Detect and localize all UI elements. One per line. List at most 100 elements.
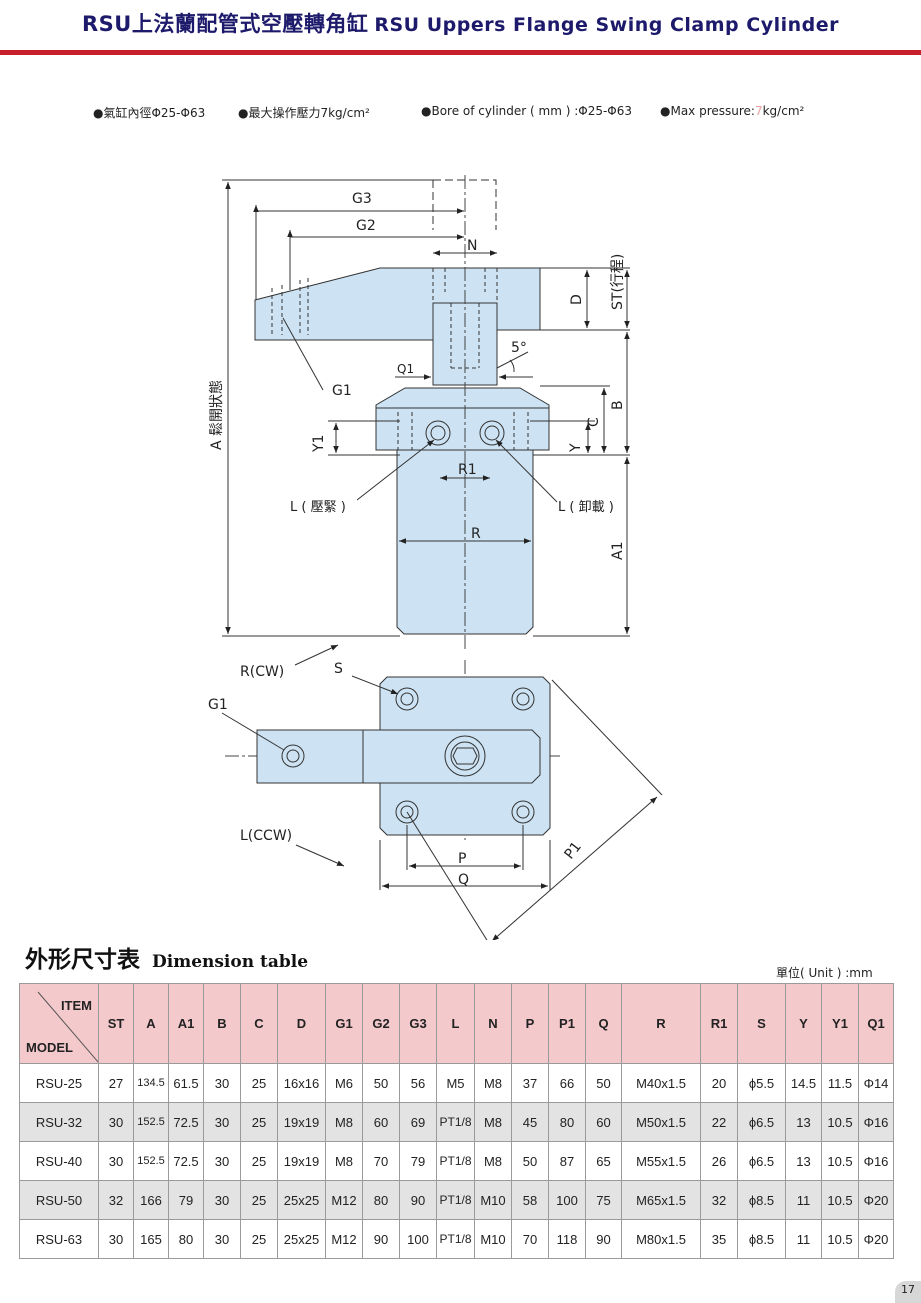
table-cell: 80	[362, 1180, 400, 1220]
table-cell: 60	[362, 1102, 400, 1142]
unit-note: 單位( Unit ) :mm	[776, 966, 873, 980]
table-cell: Φ20	[858, 1219, 894, 1259]
table-cell: 25	[240, 1141, 278, 1181]
table-cell: ϕ6.5	[737, 1141, 786, 1181]
column-header: R1	[700, 983, 738, 1064]
table-cell: M10	[474, 1219, 512, 1259]
table-cell: 60	[585, 1102, 622, 1142]
table-cell: M12	[325, 1219, 363, 1259]
table-cell: Φ16	[858, 1102, 894, 1142]
table-cell: PT1/8	[436, 1180, 475, 1220]
table-cell: 166	[133, 1180, 169, 1220]
column-header: L	[436, 983, 475, 1064]
table-cell: 58	[511, 1180, 549, 1220]
label-g2: G2	[356, 218, 376, 234]
column-header: Q	[585, 983, 622, 1064]
table-cell: PT1/8	[436, 1102, 475, 1142]
table-cell: Φ20	[858, 1180, 894, 1220]
table-cell: 30	[98, 1219, 134, 1259]
table-cell: 80	[548, 1102, 586, 1142]
table-cell: M65x1.5	[621, 1180, 701, 1220]
table-cell: 100	[548, 1180, 586, 1220]
table-cell: M12	[325, 1180, 363, 1220]
spec-pressure-en: ●Max pressure:7kg/cm²	[660, 104, 805, 118]
label-d: D	[569, 294, 585, 305]
table-cell: PT1/8	[436, 1141, 475, 1181]
table-cell: 87	[548, 1141, 586, 1181]
table-cell: 79	[399, 1141, 437, 1181]
flange	[375, 387, 550, 451]
column-header: A	[133, 983, 169, 1064]
table-cell: ϕ8.5	[737, 1180, 786, 1220]
model-cell: RSU-32	[19, 1102, 99, 1142]
column-header: G2	[362, 983, 400, 1064]
table-title-en: Dimension table	[152, 952, 309, 972]
column-header: Y	[785, 983, 822, 1064]
table-cell: 152.5	[133, 1102, 169, 1142]
column-header: R	[621, 983, 701, 1064]
label-st: ST(行程)	[610, 254, 626, 310]
table-cell: M10	[474, 1180, 512, 1220]
table-cell: 11	[785, 1180, 822, 1220]
corner-item-label: ITEM	[60, 998, 92, 1013]
label-r-cw: R(CW)	[240, 664, 284, 680]
table-cell: 134.5	[133, 1063, 169, 1103]
table-cell: ϕ8.5	[737, 1219, 786, 1259]
label-g1: G1	[332, 383, 352, 399]
spec-bore-cn: ●氣缸內徑Φ25-Φ63	[93, 106, 206, 120]
table-cell: 45	[511, 1102, 549, 1142]
table-cell: 90	[362, 1219, 400, 1259]
table-cell: PT1/8	[436, 1219, 475, 1259]
table-cell: 25	[240, 1219, 278, 1259]
table-cell: 30	[203, 1063, 241, 1103]
table-cell: 10.5	[821, 1219, 859, 1259]
table-cell: 25	[240, 1180, 278, 1220]
label-p: P	[458, 851, 466, 867]
table-cell: 30	[203, 1141, 241, 1181]
table-cell: 11	[785, 1219, 822, 1259]
technical-drawing: G3 G2 N D ST(行程) G1 5° Q1 B C Y1 Y R1 A …	[208, 175, 663, 940]
table-cell: 30	[203, 1180, 241, 1220]
label-y: Y	[568, 443, 584, 453]
table-cell: 20	[700, 1063, 738, 1103]
label-q: Q	[458, 872, 469, 888]
table-corner-cell: ITEM MODEL	[19, 983, 99, 1064]
arm-plan-left	[256, 729, 364, 784]
corner-diagonal	[37, 991, 98, 1063]
corner-model-label: MODEL	[26, 1040, 73, 1055]
label-p1: P1	[562, 839, 585, 863]
table-cell: Φ16	[858, 1141, 894, 1181]
table-cell: 65	[585, 1141, 622, 1181]
table-cell: M80x1.5	[621, 1219, 701, 1259]
label-g3: G3	[352, 191, 372, 207]
table-cell: 165	[133, 1219, 169, 1259]
label-s: S	[334, 661, 343, 677]
model-cell: RSU-40	[19, 1141, 99, 1181]
column-header: G1	[325, 983, 363, 1064]
label-l-release: L ( 卸載 )	[558, 499, 614, 515]
label-g1-plan: G1	[208, 697, 228, 713]
model-cell: RSU-25	[19, 1063, 99, 1103]
title-underline-bar	[0, 50, 921, 55]
table-cell: 27	[98, 1063, 134, 1103]
table-cell: 66	[548, 1063, 586, 1103]
table-cell: 11.5	[821, 1063, 859, 1103]
table-cell: M8	[474, 1102, 512, 1142]
table-cell: 152.5	[133, 1141, 169, 1181]
table-cell: 50	[362, 1063, 400, 1103]
spec-bore-en: ●Bore of cylinder ( mm ) :Φ25-Φ63	[421, 104, 633, 118]
page-number: 17	[895, 1281, 921, 1303]
table-cell: 70	[362, 1141, 400, 1181]
table-cell: 13	[785, 1102, 822, 1142]
spec-pressure-cn: ●最大操作壓力7kg/cm²	[238, 106, 370, 120]
table-cell: M40x1.5	[621, 1063, 701, 1103]
column-header: Q1	[858, 983, 894, 1064]
table-title-cn: 外形尺寸表	[25, 946, 140, 973]
table-cell: 56	[399, 1063, 437, 1103]
table-cell: 14.5	[785, 1063, 822, 1103]
table-cell: 25	[240, 1102, 278, 1142]
table-cell: 75	[585, 1180, 622, 1220]
table-cell: 19x19	[277, 1102, 326, 1142]
